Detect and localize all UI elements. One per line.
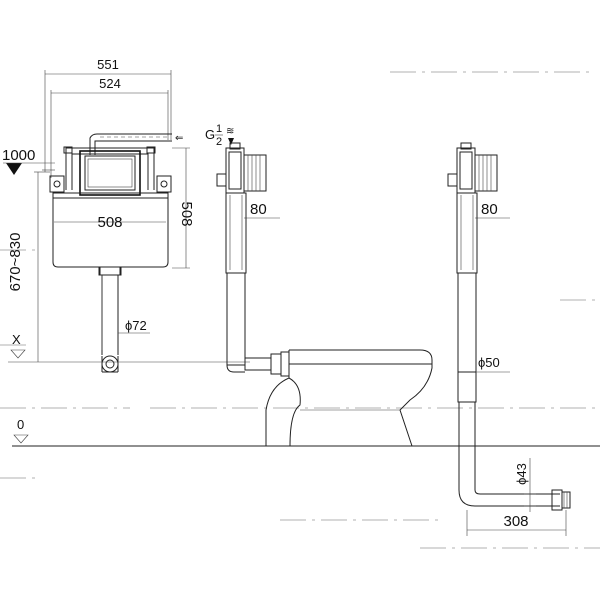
dim-524: 524 <box>50 76 169 178</box>
dim-80-right-label: 80 <box>481 201 498 218</box>
dim-508-width-label: 508 <box>97 214 122 231</box>
inlet-arrow-icon: ⇐ <box>175 133 183 144</box>
label-inlet-g_label: G <box>205 127 215 142</box>
toilet-bowl <box>265 349 433 447</box>
level-zero-label: 0 <box>17 417 24 432</box>
side-view-pipe: 80 ϕ50 ϕ43 308 <box>447 142 571 536</box>
dim-308-label: 308 <box>503 513 528 530</box>
dim-80-left-label: 80 <box>250 201 267 218</box>
dim-508-height-label: 508 <box>178 201 195 226</box>
water-inlet-icon: ≋ <box>226 126 234 137</box>
background-guides <box>0 71 600 549</box>
level-x: X <box>8 332 250 363</box>
cistern-tank <box>52 192 169 268</box>
level-x-label: X <box>12 332 21 347</box>
dim-524-label: 524 <box>99 76 121 91</box>
level-zero-marker-icon <box>13 434 29 444</box>
inlet-down-arrow-icon <box>228 138 234 145</box>
side-view-toilet: G 1 2 ≋ 80 <box>205 123 433 447</box>
dim-phi72-label: ϕ72 <box>125 318 147 333</box>
level-x-marker-icon <box>10 349 26 359</box>
dim-670-830-label: 670~830 <box>7 233 24 292</box>
label-inlet-frac_num: 1 <box>216 123 222 135</box>
inlet-thread-label: G 1 2 ≋ <box>205 123 234 148</box>
dim-551-label: 551 <box>97 57 119 72</box>
front-view: 551 524 ⇐ 508 <box>2 57 600 447</box>
dim-phi43-label: ϕ43 <box>514 463 529 485</box>
level-1000: 1000 <box>2 147 55 175</box>
flush-plate-opening <box>79 150 141 196</box>
dim-phi50-label: ϕ50 <box>478 355 500 370</box>
dim-551: 551 <box>44 57 172 172</box>
level-zero: 0 <box>12 417 600 447</box>
label-inlet-frac_den: 2 <box>216 136 222 148</box>
level-1000-label: 1000 <box>2 147 35 164</box>
level-marker-icon <box>6 163 22 175</box>
